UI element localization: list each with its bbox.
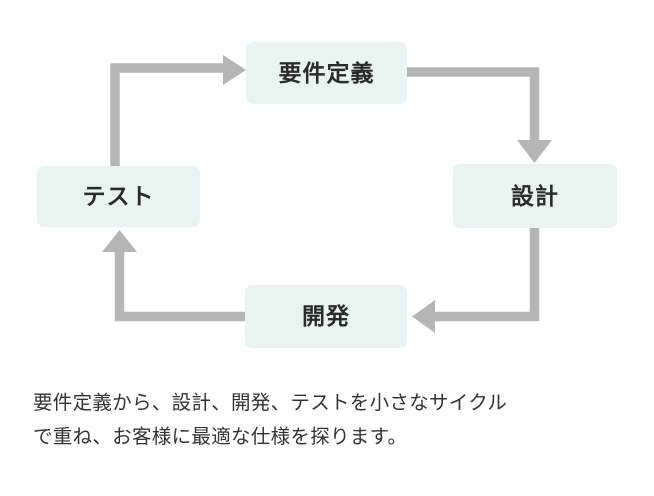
caption-line-2: で重ね、お客様に最適な仕様を探ります。 [33,426,408,449]
arrow-design-to-development [412,228,540,333]
arrow-test-to-requirements [110,55,246,195]
arrow-development-to-test [102,230,245,322]
node-test-label: テスト [82,183,155,209]
node-design-label: 設計 [511,182,559,209]
node-design[interactable]: 設計 [453,164,617,228]
diagram-caption: 要件定義から、設計、開発、テストを小さなサイクル で重ね、お客様に最適な仕様を探… [33,386,633,454]
node-requirements-label: 要件定義 [278,59,375,86]
node-test[interactable]: テスト [37,166,200,227]
flow-arrow-layer [102,55,552,333]
node-requirements[interactable]: 要件定義 [246,42,407,104]
caption-line-1: 要件定義から、設計、開発、テストを小さなサイクル [33,392,508,414]
node-development[interactable]: 開発 [245,285,407,348]
node-development-label: 開発 [302,303,350,329]
arrow-requirements-to-design [407,67,552,163]
cycle-diagram: 要件定義 設計 開発 テスト [37,42,617,348]
